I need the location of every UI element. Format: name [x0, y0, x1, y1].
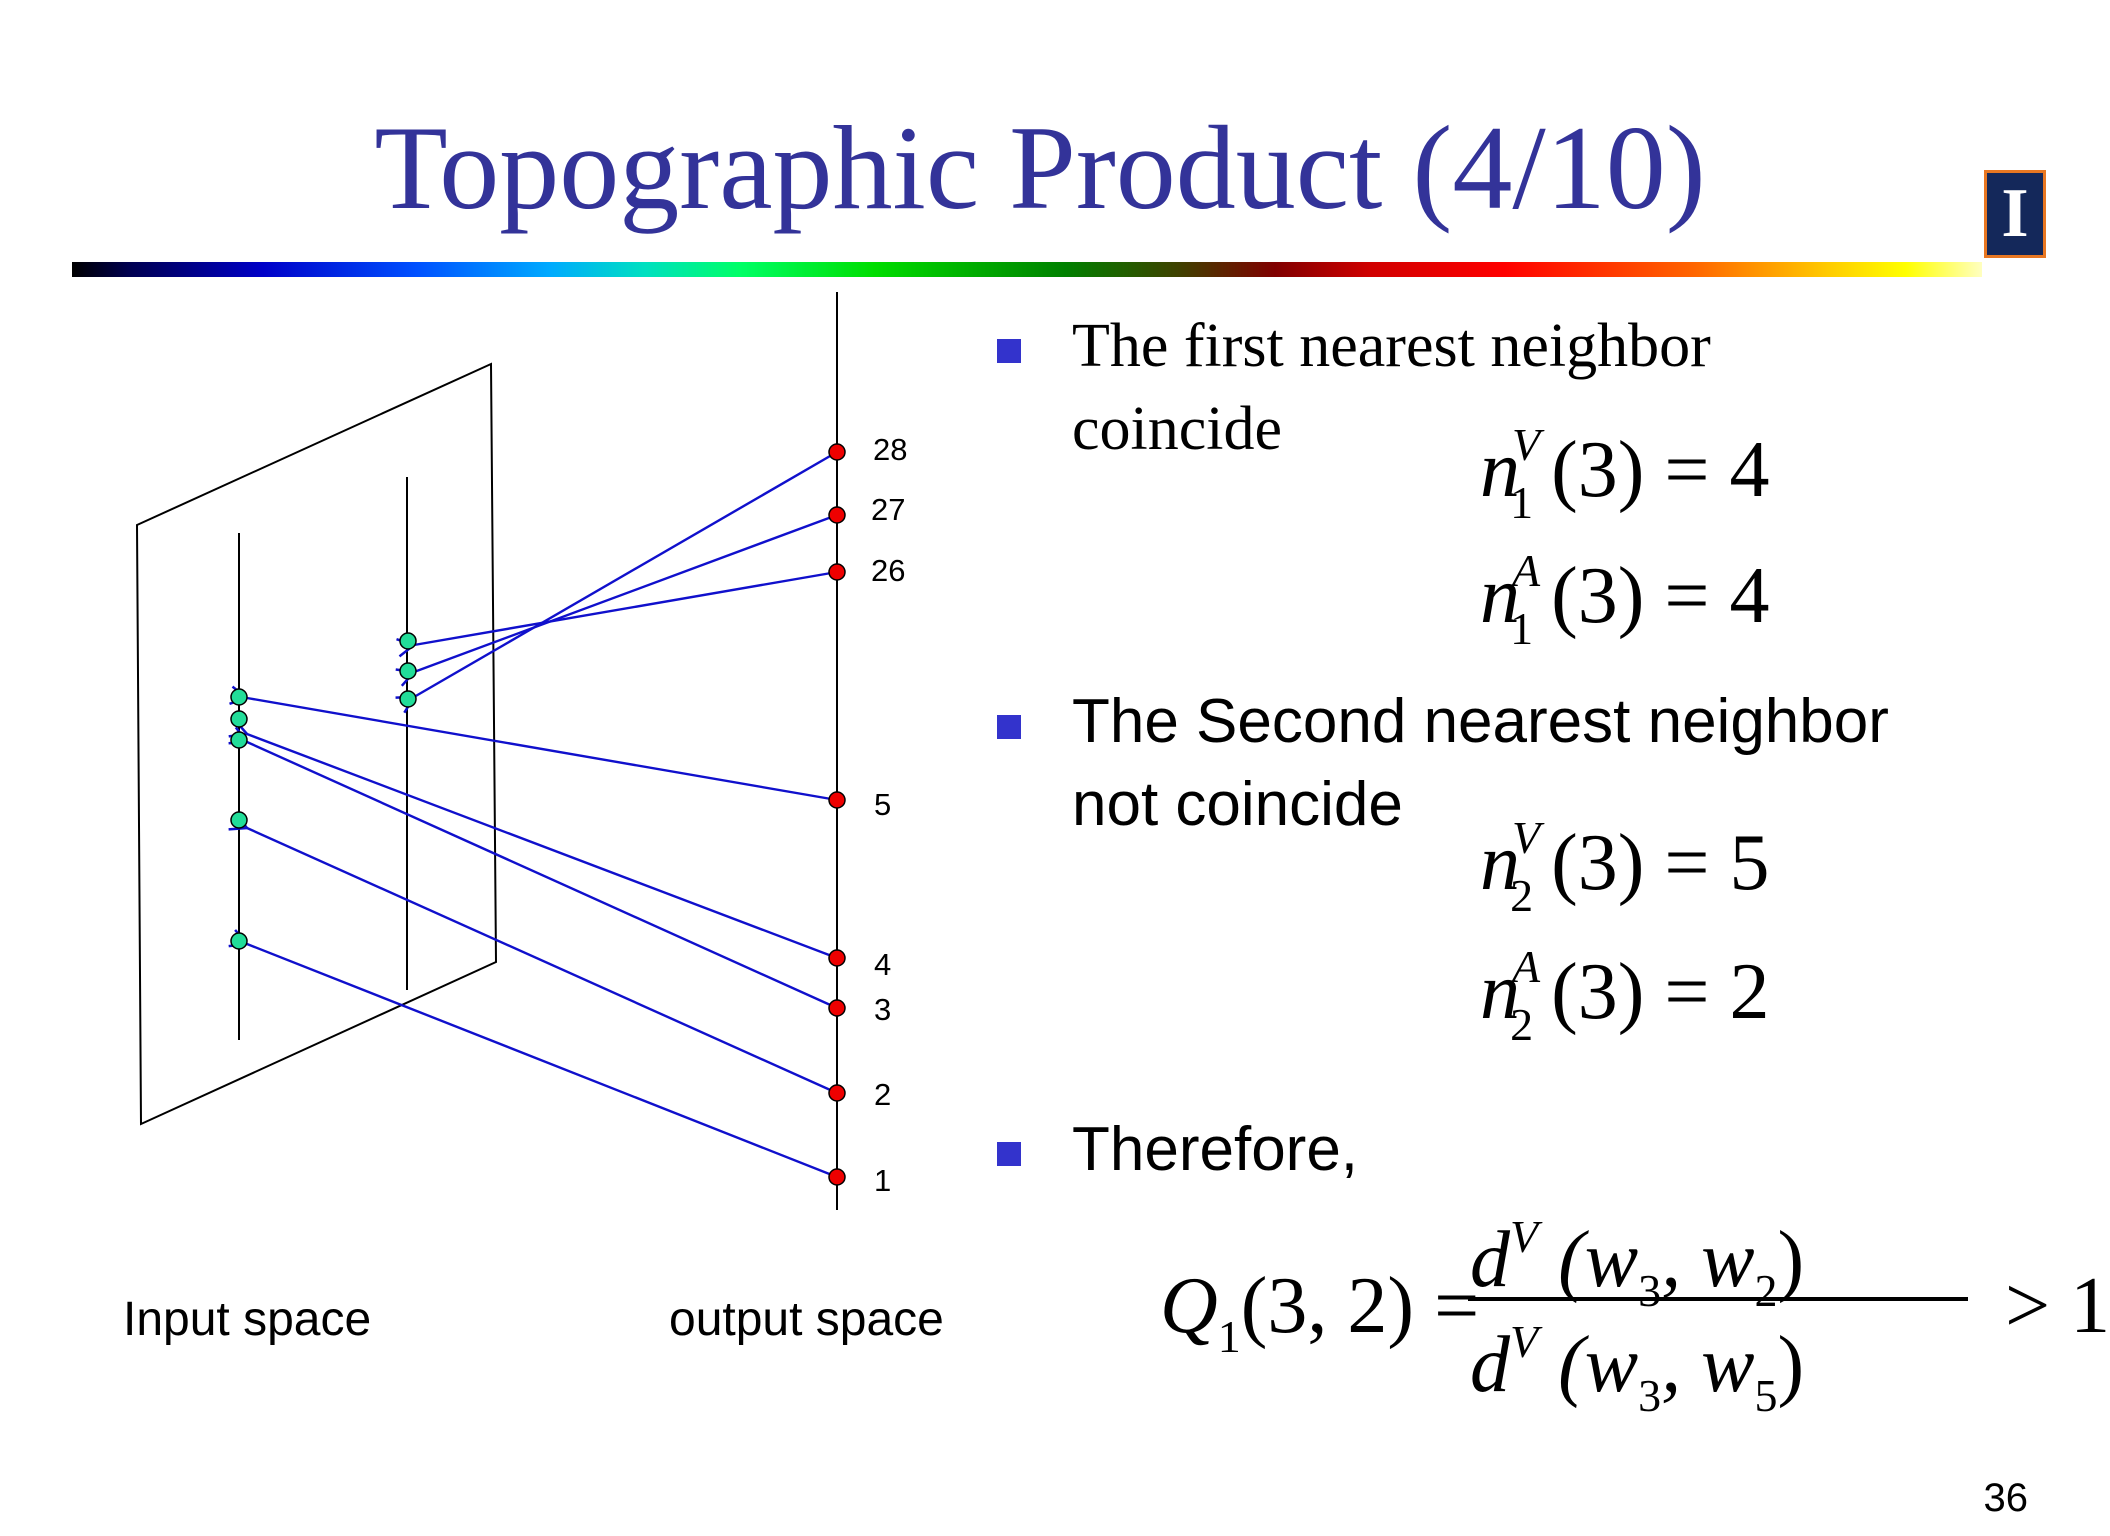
- output-node-3: [828, 999, 846, 1017]
- rainbow-divider: [72, 262, 1982, 277]
- input-space-label: Input space: [123, 1293, 372, 1346]
- input-node: [399, 690, 417, 708]
- mapping-arrows: [247, 450, 838, 1179]
- slide-title: Topographic Product (4/10): [374, 101, 1706, 234]
- page-number: 36: [1983, 1476, 2029, 1520]
- output-node-1: [828, 1168, 846, 1186]
- formula-denominator: dV (w3, w5): [1470, 1316, 1805, 1421]
- formula-numerator: dV (w3, w2): [1470, 1211, 1805, 1316]
- bullet-1-line1: The first nearest neighbor: [1072, 312, 1711, 380]
- output-label-4: 4: [874, 947, 891, 982]
- equation-n2v: nV2(3) = 5: [1480, 812, 1770, 921]
- arrow-26: [414, 570, 838, 645]
- bullet-marker: [997, 715, 1021, 739]
- arrow-3: [247, 742, 838, 1010]
- bullet-2-text: The Second nearest neighbor not coincide: [1072, 680, 1889, 846]
- output-label-28: 28: [873, 432, 907, 467]
- output-label-2: 2: [874, 1077, 891, 1112]
- formula-rhs: > 1: [2005, 1262, 2110, 1350]
- fraction-bar: [1468, 1297, 1968, 1301]
- input-node: [230, 932, 248, 950]
- output-node-26: [828, 563, 846, 581]
- arrow-2: [247, 828, 838, 1095]
- input-node: [230, 731, 248, 749]
- output-node-5: [828, 791, 846, 809]
- output-node-27: [828, 506, 846, 524]
- bullet-marker: [997, 1142, 1021, 1166]
- output-node-28: [828, 443, 846, 461]
- input-node: [230, 710, 248, 728]
- arrow-1: [247, 944, 838, 1179]
- arrow-28: [414, 450, 838, 697]
- bullet-marker: [997, 339, 1021, 363]
- bullet-2-line1: The Second nearest neighbor: [1072, 687, 1889, 756]
- arrow-4: [247, 734, 838, 960]
- output-node-4: [828, 949, 846, 967]
- arrow-5: [247, 698, 838, 802]
- equation-n1a: nA1(3) = 4: [1480, 545, 1770, 654]
- input-plane: [135, 362, 498, 1126]
- output-node-2: [828, 1084, 846, 1102]
- output-label-1: 1: [874, 1163, 891, 1198]
- logo-letter: I: [2001, 175, 2029, 252]
- input-node: [230, 811, 248, 829]
- output-label-27: 27: [871, 492, 905, 527]
- equation-n1v: nV1(3) = 4: [1480, 419, 1770, 528]
- bullet-2-line2: not coincide: [1072, 770, 1403, 839]
- mapping-diagram: 28 27 26 5 4 3 2 1: [135, 292, 907, 1210]
- bullet-3-text: Therefore,: [1072, 1108, 1358, 1191]
- arrow-27: [414, 513, 838, 672]
- output-label-26: 26: [871, 553, 905, 588]
- output-label-3: 3: [874, 992, 891, 1027]
- input-node: [399, 662, 417, 680]
- university-logo: I: [1984, 170, 2046, 258]
- bullet-3-line1: Therefore,: [1072, 1115, 1359, 1184]
- output-label-5: 5: [874, 787, 891, 822]
- output-space-label: output space: [669, 1293, 944, 1346]
- input-node: [399, 632, 417, 650]
- bullet-1-text: The first nearest neighbor coincide: [1072, 305, 1711, 471]
- bullet-1-line2: coincide: [1072, 395, 1283, 463]
- formula-lhs: Q1(3, 2) =: [1160, 1262, 1480, 1362]
- input-node: [230, 688, 248, 706]
- equation-n2a: nA2(3) = 2: [1480, 941, 1770, 1050]
